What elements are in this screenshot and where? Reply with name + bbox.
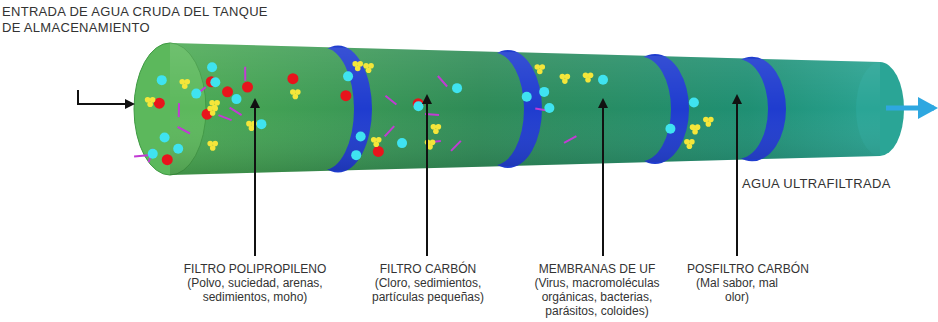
filter-name: POSFILTRO CARBÓN (687, 262, 787, 276)
particle-cluster (147, 101, 153, 107)
filter-callout: FILTRO CARBÓN(Cloro, sedimientos, partíc… (356, 262, 500, 304)
filter-callout: MEMBRANAS DE UF(Virus, macromoléculas or… (520, 262, 674, 318)
particle-fiber (230, 108, 242, 115)
particle-microbe (173, 144, 183, 154)
filter-callout: FILTRO POLIPROPILENO(Polvo, suciedad, ar… (167, 262, 343, 304)
particle-sediment (154, 98, 165, 109)
particle-cluster (537, 69, 543, 75)
particle-cluster (692, 129, 698, 135)
inlet-arrow (78, 90, 133, 104)
tube-body (170, 43, 880, 175)
tube-shading (170, 43, 880, 175)
particle-cluster (433, 128, 439, 134)
particle-sediment (242, 82, 253, 93)
particle-fiber (178, 127, 190, 134)
filter-description: (Polvo, suciedad, arenas, sedimientos, m… (167, 276, 343, 304)
particle-cluster (355, 66, 361, 72)
filter-name: FILTRO CARBÓN (356, 262, 500, 276)
particle-fiber (385, 96, 396, 105)
filter-description: (Cloro, sedimientos, partículas pequeñas… (356, 276, 500, 304)
leader-arrow (602, 100, 604, 256)
particle-cluster (373, 141, 379, 147)
particle-fiber (134, 155, 148, 156)
particle-fiber (451, 141, 461, 151)
particle-cluster (562, 78, 568, 84)
particle-microbe (160, 132, 170, 142)
filter-callout: POSFILTRO CARBÓN(Mal sabor, mal olor) (687, 262, 787, 304)
particle-cluster (585, 77, 591, 83)
particle-microbe (522, 92, 532, 102)
particle-sediment (222, 86, 233, 97)
particle-microbe (207, 62, 217, 72)
particle-fiber (564, 136, 576, 143)
leader-arrow (254, 100, 256, 256)
particle-sediment (287, 73, 298, 84)
particle-microbe (689, 98, 699, 108)
particle-microbe (231, 94, 241, 104)
particle-microbe (157, 75, 167, 85)
particle-microbe (356, 132, 366, 142)
particle-cluster (182, 83, 188, 89)
filter-name: MEMBRANAS DE UF (520, 262, 674, 276)
particle-microbe (148, 149, 158, 159)
particle-cluster (366, 67, 372, 73)
filter-tube (134, 43, 904, 175)
particle-microbe (544, 103, 554, 113)
particle-cluster (210, 145, 216, 151)
filter-name: FILTRO POLIPROPILENO (167, 262, 343, 276)
particle-microbe (191, 89, 201, 99)
particle-sediment (340, 90, 351, 101)
particle-microbe (665, 124, 675, 134)
particle-cluster (212, 105, 218, 111)
flow-label: ENTRADA DE AGUA CRUDA DEL TANQUE DE ALMA… (2, 4, 287, 36)
leader-arrow (736, 96, 738, 256)
particle-cluster (687, 143, 693, 149)
particle-fiber (218, 115, 231, 120)
filter-description: (Virus, macromoléculas orgánicas, bacter… (520, 276, 674, 318)
particle-microbe (256, 119, 266, 129)
particle-sediment (162, 154, 173, 165)
particle-microbe (343, 71, 353, 81)
particle-fiber (385, 126, 394, 136)
particle-cluster (210, 110, 216, 116)
particle-fiber (438, 76, 447, 87)
particle-sediment (373, 146, 384, 157)
particle-cluster (249, 125, 255, 131)
particle-microbe (413, 101, 423, 111)
particle-microbe (210, 77, 220, 87)
leader-arrow (426, 96, 428, 256)
particle-microbe (351, 150, 361, 160)
particle-cluster (427, 144, 433, 150)
particle-microbe (539, 87, 549, 97)
particles (134, 61, 714, 165)
outlet-arrow (886, 106, 934, 111)
particle-microbe (397, 138, 407, 148)
particle-cluster (293, 94, 299, 100)
particle-cluster (706, 121, 712, 127)
particle-fiber (244, 67, 246, 81)
particle-fiber (178, 103, 180, 117)
particle-microbe (598, 75, 608, 85)
flow-label: AGUA ULTRAFILTRADA (742, 176, 891, 191)
particle-microbe (452, 83, 462, 93)
filter-description: (Mal sabor, mal olor) (687, 276, 787, 304)
